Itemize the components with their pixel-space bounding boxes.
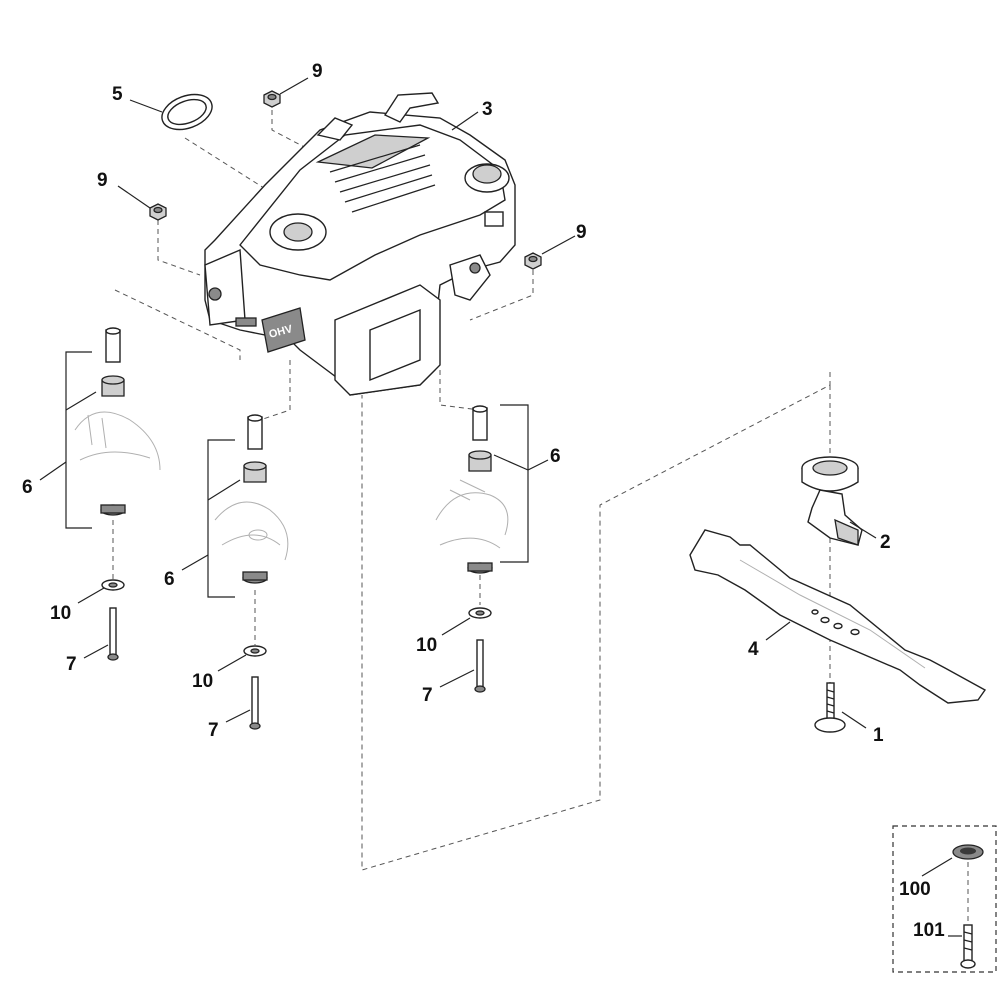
callout-7-middle: 7 <box>208 720 219 741</box>
callout-4: 4 <box>748 639 759 660</box>
blade-bolt <box>814 682 846 733</box>
callout-6-left: 6 <box>22 477 33 498</box>
gasket-ring <box>161 93 213 131</box>
nut-right <box>524 252 542 270</box>
callout-labels: 5 9 3 9 9 6 6 6 10 10 10 7 7 7 2 4 1 100… <box>22 61 945 941</box>
callout-6-middle: 6 <box>164 569 175 590</box>
kit-box <box>892 825 997 973</box>
callout-6-right: 6 <box>550 446 561 467</box>
callout-10-right: 10 <box>416 635 437 656</box>
nut-top <box>263 90 281 108</box>
kit-bolt <box>960 924 976 969</box>
callout-9-top: 9 <box>312 61 323 82</box>
blade-adapter <box>801 456 863 546</box>
mount-group-right <box>435 404 529 693</box>
cutting-blade <box>689 529 987 704</box>
callout-9-right: 9 <box>576 222 587 243</box>
mount-group-middle <box>207 414 289 730</box>
leader-lines <box>39 77 962 937</box>
callout-100: 100 <box>899 879 931 900</box>
callout-1: 1 <box>873 725 884 746</box>
callout-3: 3 <box>482 99 493 120</box>
ohv-badge: OHV <box>261 307 306 353</box>
mount-group-left <box>65 327 161 661</box>
callout-2: 2 <box>880 532 891 553</box>
callout-7-right: 7 <box>422 685 433 706</box>
callout-101: 101 <box>913 920 945 941</box>
callout-5: 5 <box>112 84 123 105</box>
callout-10-left: 10 <box>50 603 71 624</box>
callout-10-middle: 10 <box>192 671 213 692</box>
callout-9-left: 9 <box>97 170 108 191</box>
engine-assembly: OHV <box>204 92 516 396</box>
callout-7-left: 7 <box>66 654 77 675</box>
kit-washer <box>952 844 984 860</box>
nut-left <box>149 203 167 221</box>
engine-grille <box>315 134 436 213</box>
